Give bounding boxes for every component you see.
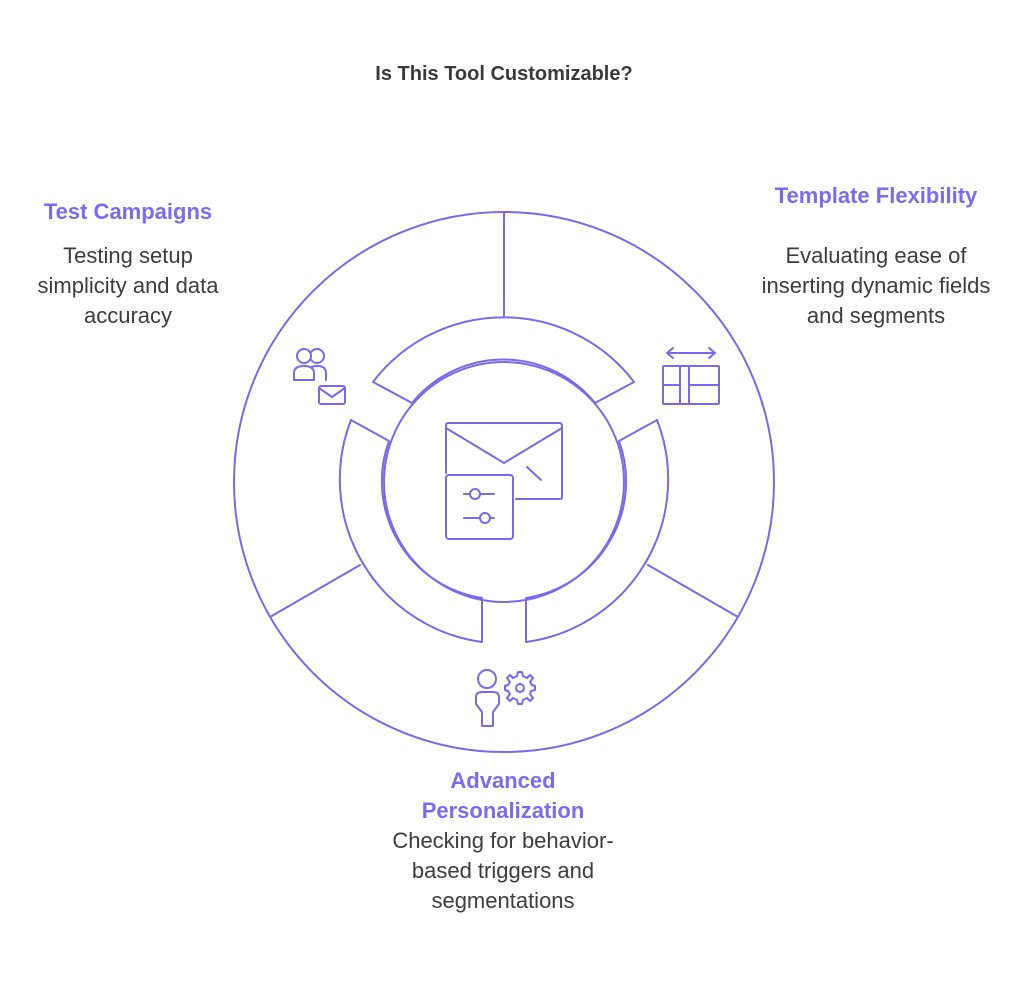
inner-circle bbox=[383, 361, 625, 603]
layout-resize-icon bbox=[662, 347, 720, 405]
ring-segment-right bbox=[525, 419, 670, 643]
ring-segment-left bbox=[338, 419, 483, 643]
advanced-personalization-description: Checking for behavior-based triggers and… bbox=[392, 828, 614, 913]
user-gear-icon bbox=[475, 669, 536, 727]
divider-right bbox=[647, 564, 739, 618]
template-flexibility-description: Evaluating ease of inserting dynamic fie… bbox=[761, 243, 991, 328]
ring-segment-top bbox=[372, 316, 635, 404]
users-mail-icon bbox=[293, 348, 346, 405]
envelope-settings-icon bbox=[445, 422, 563, 540]
template-flexibility-heading: Template Flexibility bbox=[774, 183, 978, 208]
test-campaigns-description: Testing setup simplicity and data accura… bbox=[37, 243, 219, 328]
test-campaigns-heading: Test Campaigns bbox=[43, 199, 213, 224]
diagram-title: Is This Tool Customizable? bbox=[375, 63, 633, 85]
advanced-personalization-heading: Advanced Personalization bbox=[421, 768, 585, 823]
divider-left bbox=[269, 564, 361, 618]
